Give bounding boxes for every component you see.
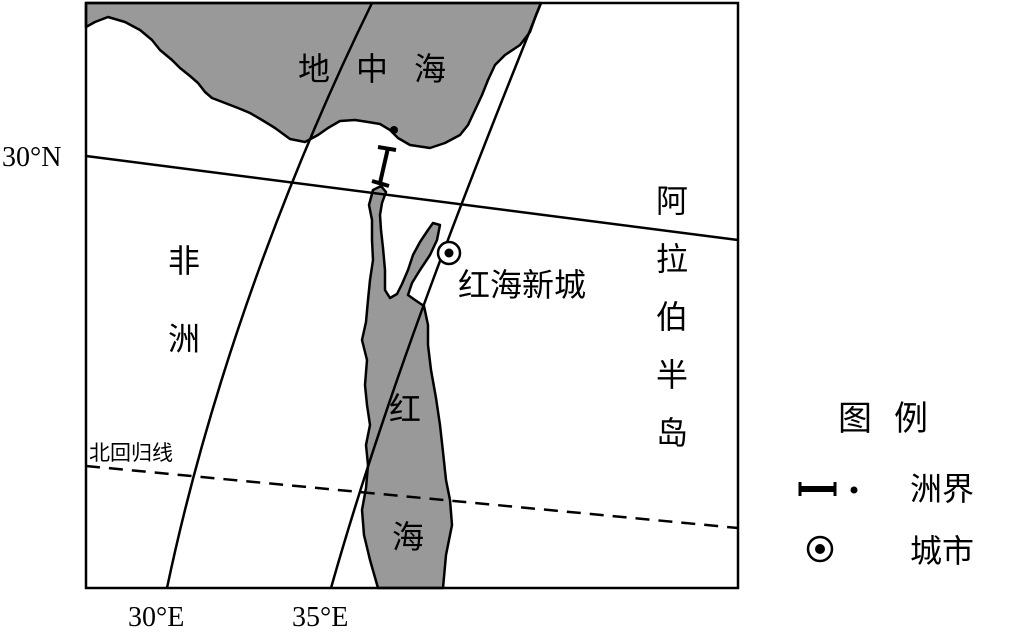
africa-char: 非	[168, 242, 200, 280]
city-label: 红海新城	[458, 266, 586, 304]
mediterranean-label: 地 中 海	[298, 50, 446, 88]
tropic-label: 北回归线	[89, 441, 173, 465]
red-sea-char: 红	[389, 390, 421, 428]
mediterranean-sea	[84, 1, 543, 150]
arabia-char: 半	[656, 356, 688, 394]
latitude-label: 30°N	[2, 142, 61, 173]
red-sea-label: 红 海	[389, 390, 424, 556]
parallel-30n	[85, 154, 739, 242]
continent-boundary-icon	[371, 145, 397, 188]
legend-title-char: 例	[894, 399, 928, 439]
tropic-of-cancer-line	[85, 464, 739, 530]
legend: 图 例 洲界 城市	[798, 399, 974, 570]
legend-boundary-label: 洲界	[910, 470, 974, 508]
longitude-label-35e: 35°E	[292, 602, 348, 633]
arabia-char: 拉	[656, 240, 688, 278]
arabia-char: 岛	[656, 414, 688, 452]
legend-title-char: 图	[838, 399, 872, 439]
city-icon	[436, 240, 462, 266]
mediterranean-char: 海	[414, 50, 446, 88]
mediterranean-char: 中	[356, 50, 388, 88]
arabia-label: 阿 拉 伯 半 岛	[656, 182, 688, 452]
red-sea-char: 海	[392, 518, 424, 556]
meridian-30e	[165, 2, 374, 589]
legend-boundary-icon	[798, 482, 858, 496]
longitude-label-30e: 30°E	[128, 602, 184, 633]
map-border	[84, 1, 740, 590]
boundary-dot-icon	[390, 126, 398, 134]
meridian-35e	[329, 2, 543, 589]
red-sea	[360, 184, 454, 590]
legend-city-label: 城市	[910, 532, 974, 570]
arabia-char: 阿	[656, 182, 688, 220]
africa-label: 非 洲	[168, 242, 200, 358]
africa-char: 洲	[168, 320, 200, 358]
mediterranean-char: 地	[298, 50, 330, 88]
legend-city-icon	[806, 535, 834, 563]
arabia-char: 伯	[656, 298, 688, 336]
